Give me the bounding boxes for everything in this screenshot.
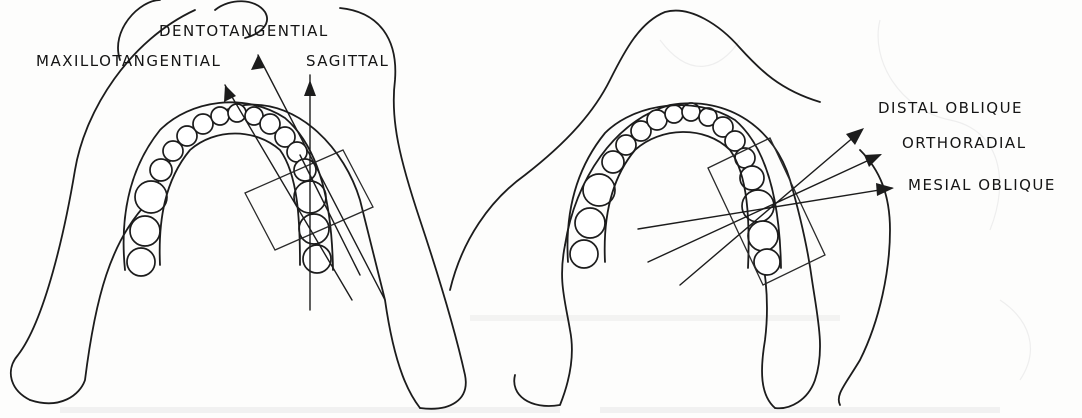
distal-oblique-arrowhead: [846, 128, 864, 145]
bleed-through-texture: [60, 20, 1030, 410]
left-tooth: [193, 114, 213, 134]
label-distal-oblique: DISTAL OBLIQUE: [878, 99, 1023, 117]
maxillotangential-ray: [225, 85, 352, 300]
label-mesial-oblique: MESIAL OBLIQUE: [908, 176, 1056, 194]
left-tooth: [211, 107, 229, 125]
left-tooth: [127, 248, 155, 276]
right-inner-arch: [565, 103, 820, 408]
right-tooth: [748, 221, 778, 251]
left-tooth: [303, 245, 331, 273]
right-tooth: [575, 208, 605, 238]
label-orthoradial: ORTHORADIAL: [902, 134, 1027, 152]
right-tooth: [570, 240, 598, 268]
left-mandible-diagram: DENTOTANGENTIAL MAXILLOTANGENTIAL SAGITT…: [11, 0, 466, 409]
right-tooth: [665, 105, 683, 123]
sagittal-arrowhead: [304, 80, 316, 96]
left-tooth: [135, 181, 167, 213]
label-maxillotangential: MAXILLOTANGENTIAL: [36, 52, 221, 70]
label-sagittal: SAGITTAL: [306, 52, 389, 70]
right-tooth: [754, 249, 780, 275]
left-tooth: [130, 216, 160, 246]
right-tooth: [647, 110, 667, 130]
left-tooth: [150, 159, 172, 181]
left-tooth: [228, 104, 246, 122]
label-dentotangential: DENTOTANGENTIAL: [159, 22, 329, 40]
right-mandible-diagram: DISTAL OBLIQUE ORTHORADIAL MESIAL OBLIQU…: [450, 11, 1056, 409]
